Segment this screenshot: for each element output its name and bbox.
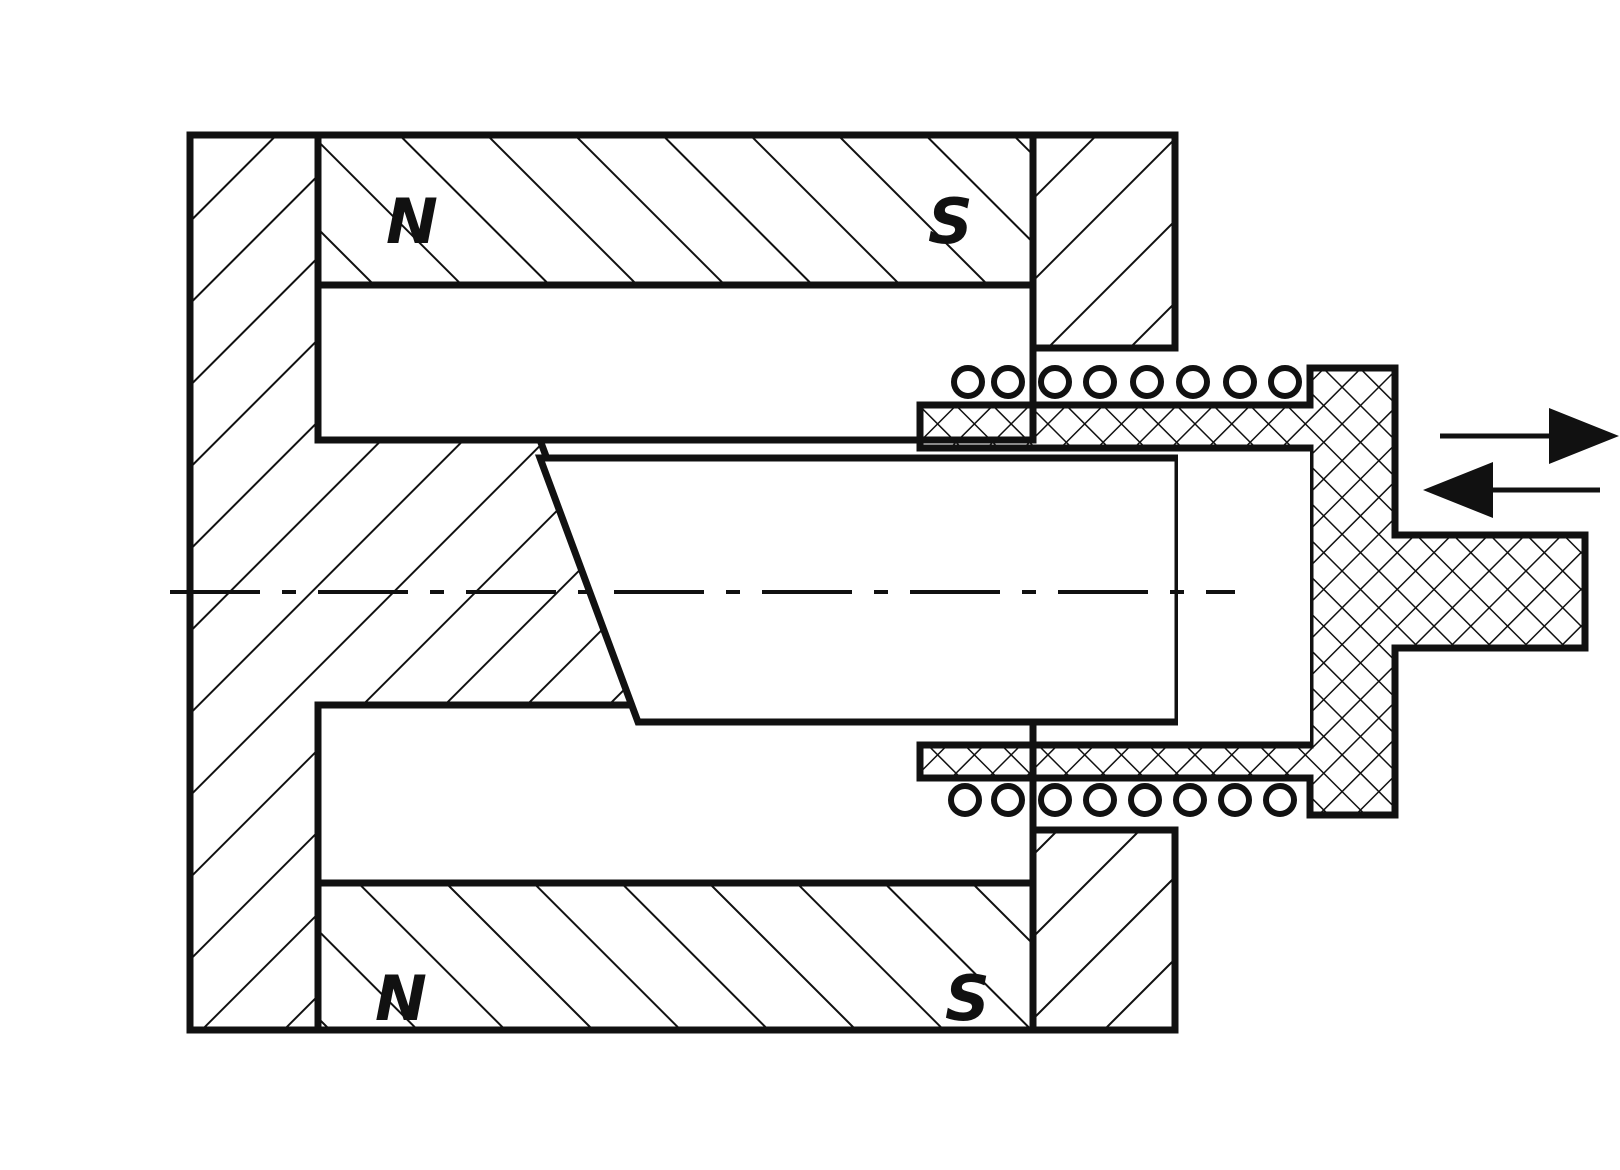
top-front-pole-piece	[1029, 131, 1179, 352]
bottom-front-pole-piece	[1029, 826, 1179, 1034]
lower-coil-windings	[948, 783, 1297, 817]
top-north-label: N	[386, 185, 438, 258]
lower-annular-gap	[314, 701, 1037, 887]
bottom-south-label: S	[945, 962, 990, 1035]
top-south-label: S	[928, 185, 973, 258]
upper-coil-windings	[951, 365, 1302, 399]
former-inner-opening	[1178, 448, 1310, 745]
bottom-north-label: N	[375, 962, 427, 1035]
upper-annular-gap	[314, 281, 1037, 444]
